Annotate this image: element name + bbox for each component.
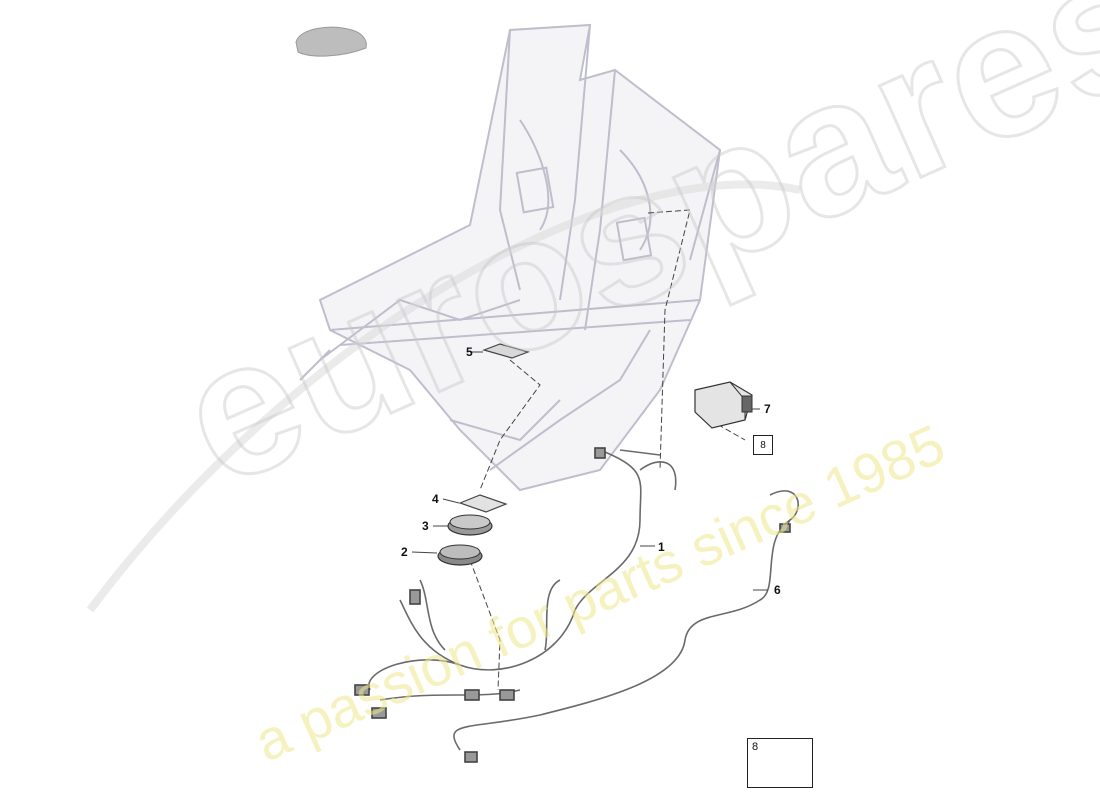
callout-6[interactable]: 6	[774, 583, 781, 597]
part-6-wire	[453, 490, 799, 763]
part-7-control-unit	[694, 381, 760, 429]
car-silhouette-icon	[295, 26, 367, 57]
seat-frame	[299, 23, 722, 492]
callout-4[interactable]: 4	[432, 492, 439, 506]
callout-3[interactable]: 3	[422, 519, 429, 533]
callout-7[interactable]: 7	[764, 402, 771, 416]
legend-number: 8	[752, 741, 759, 753]
guide-lines	[469, 209, 746, 691]
part-3-motor	[433, 514, 493, 536]
callout-2[interactable]: 2	[401, 545, 408, 559]
part-4-bracket	[442, 494, 508, 513]
part-2-disc	[411, 544, 483, 566]
ref-box-8[interactable]: 8	[753, 435, 773, 455]
part-1-wiring-harness	[354, 447, 677, 719]
part-5-plate	[470, 343, 530, 359]
legend-box-8: 8	[747, 738, 813, 788]
callout-5[interactable]: 5	[466, 345, 473, 359]
callout-1[interactable]: 1	[658, 540, 665, 554]
